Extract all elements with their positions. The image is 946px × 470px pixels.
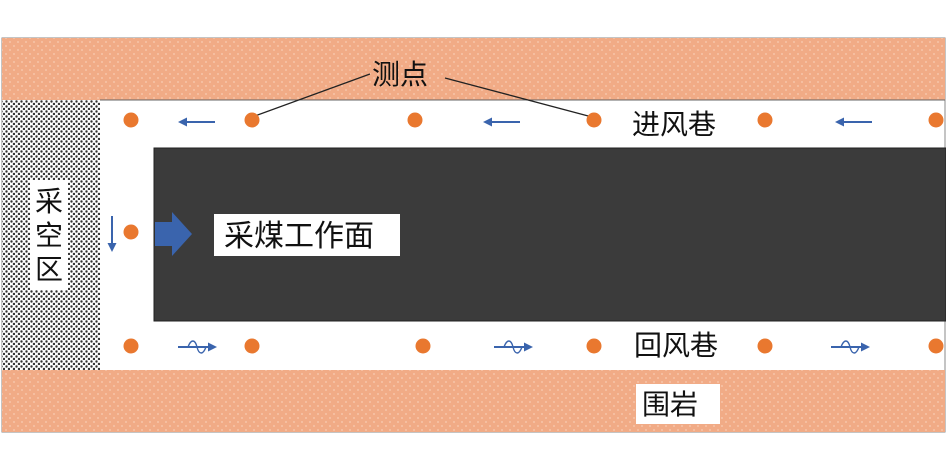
surrounding-rock-label: 围岩 <box>642 388 698 421</box>
working-face-label-box <box>214 214 400 256</box>
goaf-label-box <box>30 180 68 290</box>
wavy-arrow-right-icon <box>831 340 870 354</box>
intake-airway-label: 进风巷 <box>632 108 716 141</box>
wavy-arrow-right-icon <box>494 340 533 354</box>
measuring-point <box>123 112 139 128</box>
block-arrow-right-icon <box>155 212 192 256</box>
measuring-point <box>928 112 944 128</box>
goaf-label-char-2: 空 <box>35 219 63 252</box>
goaf-label-char-3: 区 <box>35 253 63 286</box>
measuring-point-leader-left <box>251 73 371 118</box>
measuring-point <box>407 112 423 128</box>
goaf-label-char-1: 采 <box>35 185 63 218</box>
surrounding-rock-label-box <box>636 384 720 424</box>
arrow-left-icon <box>483 117 520 127</box>
measuring-point <box>244 338 260 354</box>
measuring-point <box>757 112 773 128</box>
return-airway-label: 回风巷 <box>634 329 718 362</box>
arrow-left-icon <box>835 117 872 127</box>
arrow-left-icon <box>178 117 215 127</box>
measuring-point <box>586 338 602 354</box>
measuring-point <box>244 112 260 128</box>
working-face-label: 采煤工作面 <box>224 219 374 254</box>
measuring-point-leader-right <box>444 77 593 118</box>
measuring-point-label: 测点 <box>372 58 428 91</box>
measuring-point <box>123 338 139 354</box>
measuring-point <box>586 112 602 128</box>
measuring-point <box>415 338 431 354</box>
measuring-point <box>123 224 139 240</box>
arrow-down-icon <box>107 216 117 252</box>
bottom-rock-band <box>2 370 945 432</box>
measuring-point <box>757 338 773 354</box>
wavy-arrow-right-icon <box>178 340 217 354</box>
measuring-point <box>928 338 944 354</box>
top-rock-band <box>2 38 945 100</box>
